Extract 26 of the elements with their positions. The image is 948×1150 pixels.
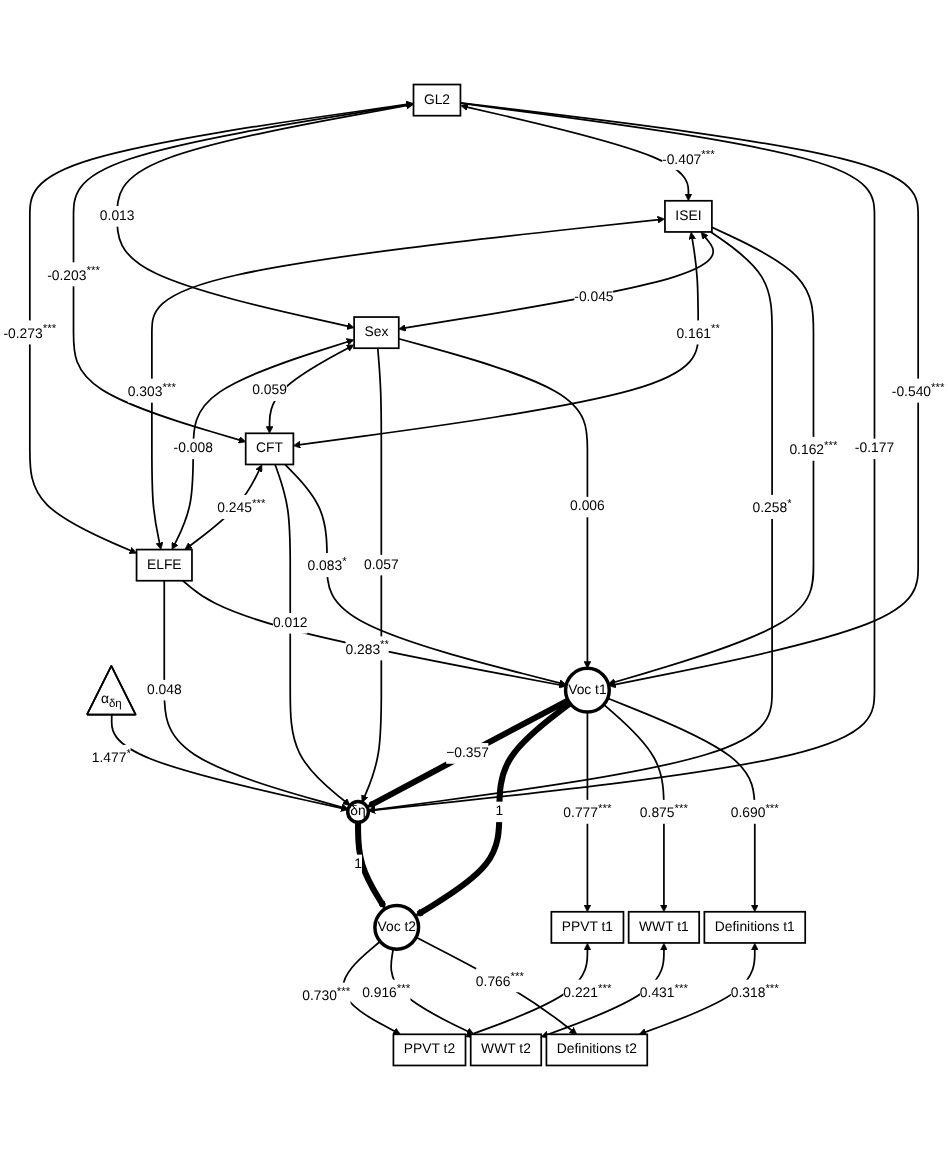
arrow — [459, 102, 920, 689]
arrow — [583, 711, 592, 913]
arrow — [182, 579, 567, 689]
arrow — [397, 337, 592, 669]
arrow — [284, 463, 567, 687]
arrow — [361, 347, 383, 803]
arrow — [415, 701, 572, 917]
arrow — [398, 231, 714, 332]
arrow — [110, 714, 349, 812]
arrow — [603, 703, 668, 913]
arrow — [608, 226, 815, 686]
arrow — [116, 101, 414, 330]
arrow — [163, 579, 349, 811]
arrow — [274, 463, 351, 806]
arrow — [293, 231, 700, 449]
arrow — [415, 936, 578, 1035]
arrow — [265, 344, 355, 434]
arrow — [367, 231, 773, 814]
arrow — [638, 942, 759, 1036]
arrow — [367, 102, 876, 814]
arrow — [366, 697, 570, 809]
arrow — [355, 822, 386, 910]
arrow — [460, 103, 693, 202]
arrow — [540, 942, 668, 1039]
arrow — [72, 101, 414, 444]
arrow — [606, 697, 759, 913]
